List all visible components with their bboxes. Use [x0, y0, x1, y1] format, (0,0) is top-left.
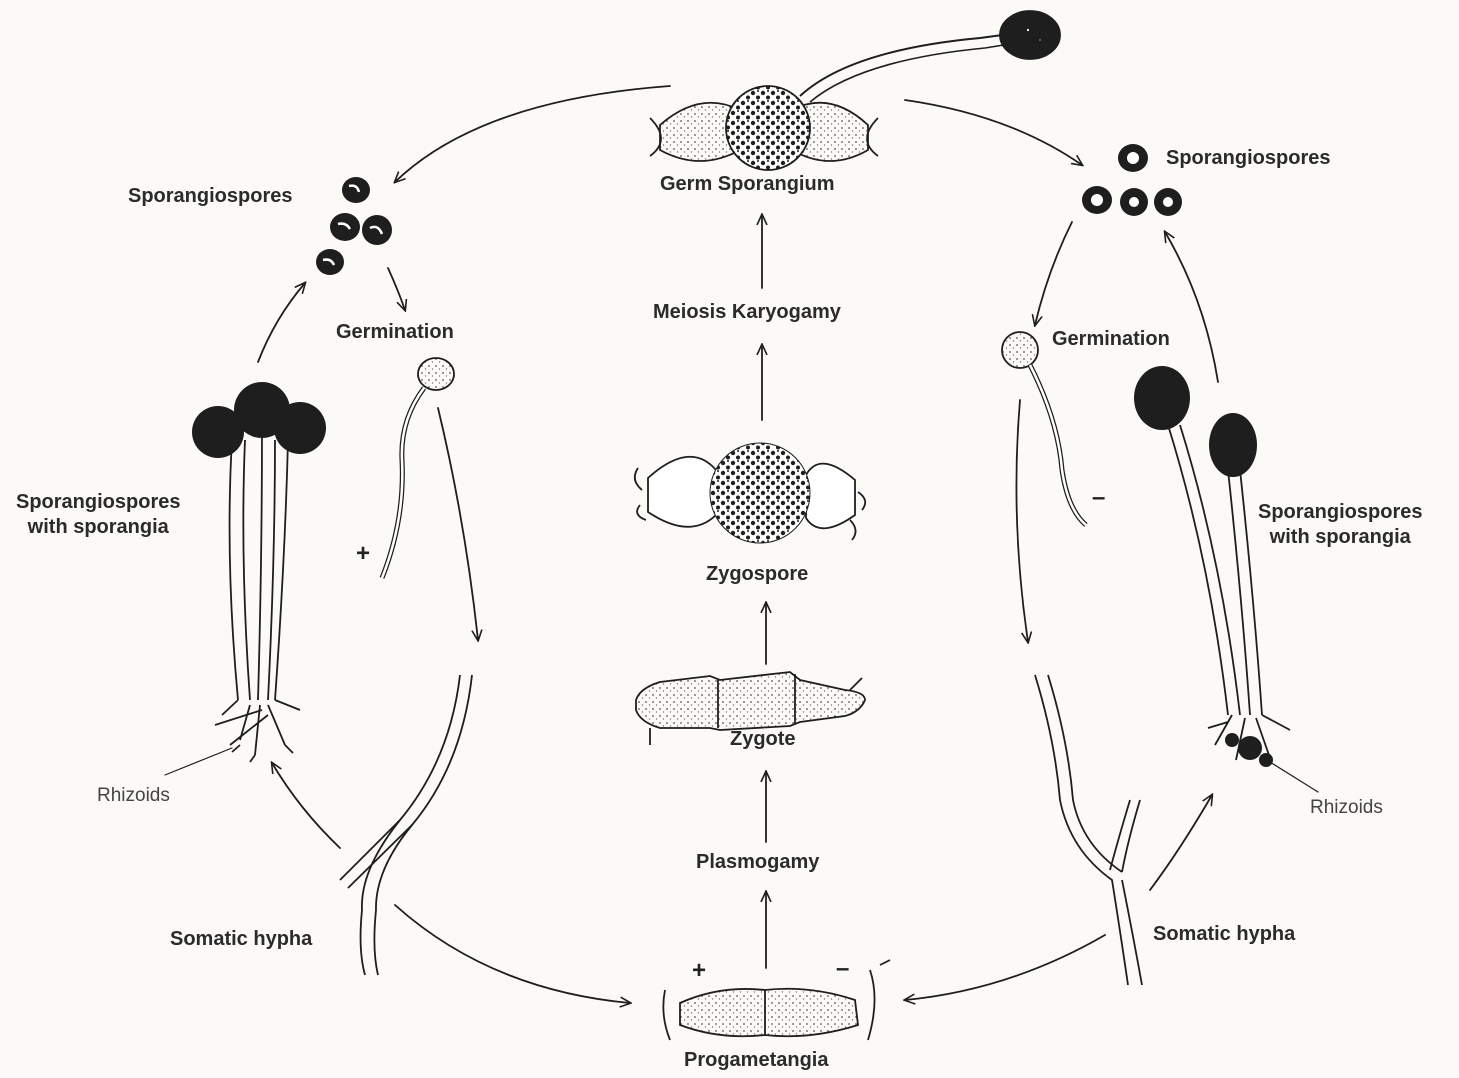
zygospore-label: Zygospore: [706, 562, 808, 587]
left-sporangia-label-line1: Sporangiospores: [16, 490, 180, 515]
meiosis-karyogamy-label: Meiosis Karyogamy: [653, 300, 841, 325]
arrow-top-left: [395, 86, 670, 182]
left-somatic-hypha-label: Somatic hypha: [170, 927, 312, 952]
right-sporangiospores-label: Sporangiospores: [1166, 146, 1330, 171]
left-somatic-hypha: [340, 675, 472, 975]
germ-sporangium-label: Germ Sporangium: [660, 172, 834, 197]
arrow-left-germ-down: [438, 408, 478, 640]
left-sporangiophores: [215, 430, 300, 762]
arrow-left-sporangia-up: [258, 283, 305, 362]
arrow-left-spores-germ: [388, 268, 405, 310]
arrow-right-germ-down: [1016, 400, 1028, 642]
zygospore-figure: [635, 443, 865, 543]
germ-sporangium-figure: [650, 11, 1060, 170]
left-germination-label: Germination: [336, 320, 454, 345]
left-germinating-spore: [382, 358, 454, 578]
left-rhizoids-label: Rhizoids: [97, 784, 170, 808]
progametangia-plus-sign: +: [692, 957, 706, 985]
left-germ-plus-sign: +: [356, 540, 370, 568]
right-germinating-spore: [1002, 332, 1086, 525]
right-somatic-hypha: [1035, 675, 1142, 985]
right-sporangia-label-line2: with sporangia: [1258, 525, 1422, 550]
rhizoid-pointer-left: [165, 748, 232, 775]
arrow-right-hypha-rhizoids: [1150, 795, 1212, 890]
rhizoid-pointer-right: [1270, 762, 1318, 792]
left-sporangiospores-with-sporangia-label: Sporangiospores with sporangia: [16, 490, 180, 540]
arrow-top-right: [905, 100, 1082, 165]
right-rhizoids-label: Rhizoids: [1310, 796, 1383, 820]
arrow-right-sporangia-up: [1165, 232, 1218, 382]
right-sporangiospores-with-sporangia-label: Sporangiospores with sporangia: [1258, 500, 1422, 550]
arrow-left-bottom: [395, 905, 630, 1003]
arrow-right-spores-germ: [1035, 222, 1072, 325]
left-sporangiospores-label: Sporangiospores: [128, 184, 292, 209]
zygote-label: Zygote: [730, 727, 796, 752]
left-sporangia: [192, 382, 326, 458]
right-sporangia-label-line1: Sporangiospores: [1258, 500, 1422, 525]
right-germination-label: Germination: [1052, 327, 1170, 352]
left-spore-cluster: [316, 177, 392, 275]
arrow-right-bottom: [905, 935, 1105, 1000]
plasmogamy-label: Plasmogamy: [696, 850, 819, 875]
arrow-left-hypha-rhizoids: [272, 763, 340, 848]
left-sporangia-label-line2: with sporangia: [16, 515, 180, 540]
right-somatic-hypha-label: Somatic hypha: [1153, 922, 1295, 947]
right-germ-minus-sign: –: [1092, 484, 1105, 512]
progametangia-minus-sign: –: [836, 955, 849, 983]
progametangia-label: Progametangia: [684, 1048, 828, 1073]
